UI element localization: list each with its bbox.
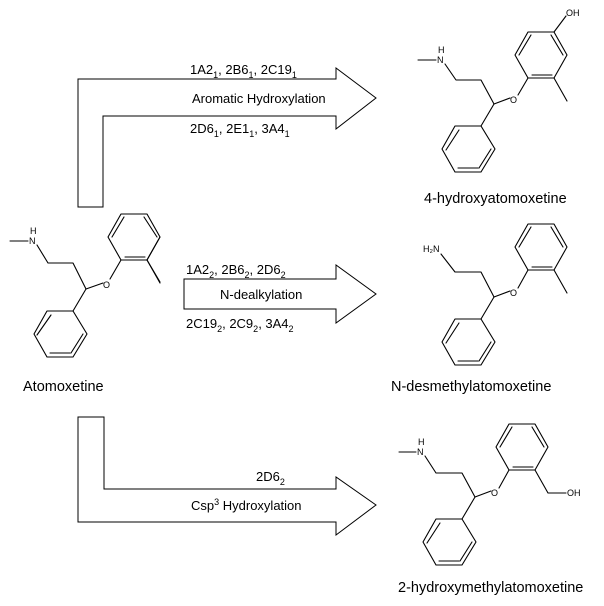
csp3-hydroxylation-arrow — [77, 416, 377, 536]
aromatic-enzymes-bottom: 2D61, 2E11, 3A41 — [190, 121, 290, 139]
aromatic-enzymes-top: 1A21, 2B61, 2C191 — [190, 62, 297, 80]
enzyme-subscript: 1 — [214, 129, 219, 139]
enzyme-subscript: 2 — [217, 324, 222, 334]
atomoxetine-label: Atomoxetine — [23, 379, 104, 395]
enzyme-subscript: 2 — [245, 270, 250, 280]
amine-h-atom: H — [438, 45, 445, 55]
dealkylation-enzymes-bottom: 2C192, 2C92, 3A42 — [186, 316, 294, 334]
primary-amine-atom: H₂N — [423, 244, 440, 254]
amine-n-atom: N — [417, 447, 424, 457]
4-hydroxyatomoxetine-label: 4-hydroxyatomoxetine — [424, 191, 567, 207]
ether-o-atom: O — [103, 280, 110, 290]
aromatic-hydroxylation-arrow — [77, 67, 377, 208]
benzylic-reaction-label: Csp3 Hydroxylation — [191, 497, 302, 513]
enzyme-subscript: 2 — [209, 270, 214, 280]
ether-o-atom: O — [510, 95, 517, 105]
enzyme-name: 2D6 — [190, 121, 214, 136]
n-desmethylatomoxetine-label: N-desmethylatomoxetine — [391, 379, 551, 395]
amine-h-atom: H — [30, 226, 37, 236]
enzyme-name: , 2E1 — [219, 121, 249, 136]
enzyme-subscript: 2 — [280, 477, 285, 487]
dealkylation-enzymes-top: 1A22, 2B62, 2D62 — [186, 262, 286, 280]
aromatic-reaction-label: Aromatic Hydroxylation — [192, 91, 326, 106]
enzyme-subscript: 1 — [249, 129, 254, 139]
hydroxyl-oh-atom: OH — [566, 8, 580, 18]
enzyme-name: , 2B6 — [218, 62, 248, 77]
n-desmethylatomoxetine-structure: H₂N O — [423, 223, 568, 366]
4-hydroxyatomoxetine-structure: N H O OH — [417, 8, 580, 173]
enzyme-subscript: 2 — [253, 324, 258, 334]
enzyme-name: , 3A4 — [258, 316, 288, 331]
enzyme-subscript: 1 — [292, 70, 297, 80]
enzyme-subscript: 2 — [289, 324, 294, 334]
enzyme-subscript: 1 — [249, 70, 254, 80]
enzyme-subscript: 1 — [213, 70, 218, 80]
dealkylation-reaction-label: N-dealkylation — [220, 287, 302, 302]
enzyme-name: 1A2 — [190, 62, 213, 77]
enzyme-name: 1A2 — [186, 262, 209, 277]
2-hydroxymethylatomoxetine-structure: N H O OH — [398, 423, 581, 566]
enzyme-name: , 3A4 — [254, 121, 284, 136]
atomoxetine-structure: N H O — [9, 213, 161, 358]
amine-n-atom: N — [29, 236, 36, 246]
enzyme-name: 2C19 — [186, 316, 217, 331]
enzyme-name: 2D6 — [256, 469, 280, 484]
2-hydroxymethylatomoxetine-label: 2-hydroxymethylatomoxetine — [398, 580, 583, 596]
benzylic-enzymes-top: 2D62 — [256, 469, 285, 487]
enzyme-name: , 2C19 — [254, 62, 292, 77]
amine-h-atom: H — [418, 437, 425, 447]
enzyme-name: , 2D6 — [250, 262, 281, 277]
hydroxyl-oh-atom: OH — [567, 488, 581, 498]
amine-n-atom: N — [437, 55, 444, 65]
enzyme-subscript: 1 — [285, 129, 290, 139]
enzyme-name: , 2C9 — [222, 316, 253, 331]
enzyme-name: , 2B6 — [214, 262, 244, 277]
ether-o-atom: O — [491, 488, 498, 498]
enzyme-subscript: 2 — [281, 270, 286, 280]
ether-o-atom: O — [510, 288, 517, 298]
n-dealkylation-arrow — [183, 264, 377, 324]
